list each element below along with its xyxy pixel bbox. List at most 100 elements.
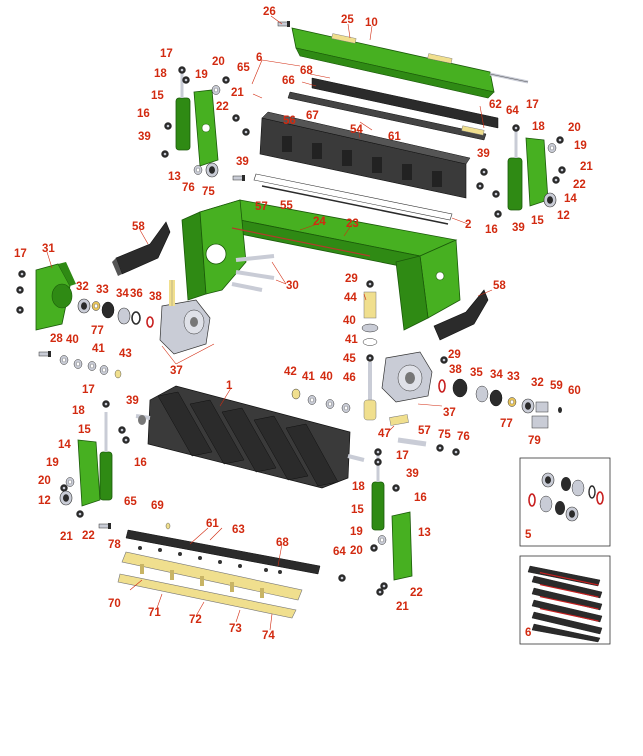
callout-78: 78 bbox=[108, 539, 121, 551]
callout-21: 21 bbox=[580, 161, 593, 173]
callout-41: 41 bbox=[302, 371, 315, 383]
callout-61: 61 bbox=[388, 131, 401, 143]
callout-79: 79 bbox=[528, 435, 541, 447]
callout-20: 20 bbox=[350, 545, 363, 557]
callout-22: 22 bbox=[410, 587, 423, 599]
callout-17: 17 bbox=[160, 48, 173, 60]
callout-30: 30 bbox=[286, 280, 299, 292]
callout-13: 13 bbox=[418, 527, 431, 539]
callout-57: 57 bbox=[418, 425, 431, 437]
callout-75: 75 bbox=[202, 186, 215, 198]
callout-41: 41 bbox=[345, 334, 358, 346]
callout-64: 64 bbox=[506, 105, 519, 117]
callout-2: 2 bbox=[465, 219, 471, 231]
part-side-skid-left bbox=[112, 221, 171, 276]
callout-55: 55 bbox=[280, 200, 293, 212]
callout-24: 24 bbox=[313, 216, 326, 228]
callout-16: 16 bbox=[485, 224, 498, 236]
callout-26: 26 bbox=[263, 6, 276, 18]
callout-58: 58 bbox=[132, 221, 145, 233]
callout-23: 23 bbox=[346, 218, 359, 230]
callout-28: 28 bbox=[50, 333, 63, 345]
callout-56: 56 bbox=[283, 115, 296, 127]
callout-47: 47 bbox=[378, 428, 391, 440]
part-reel bbox=[135, 385, 365, 489]
callout-72: 72 bbox=[189, 614, 202, 626]
callout-17: 17 bbox=[14, 248, 27, 260]
callout-34: 34 bbox=[116, 288, 129, 300]
callout-74: 74 bbox=[262, 630, 275, 642]
callout-71: 71 bbox=[148, 607, 161, 619]
part-side-skid-right bbox=[433, 289, 489, 341]
callout-17: 17 bbox=[396, 450, 409, 462]
callout-15: 15 bbox=[531, 215, 544, 227]
callout-17: 17 bbox=[82, 384, 95, 396]
callout-64: 64 bbox=[333, 546, 346, 558]
frame-pins bbox=[231, 254, 275, 292]
part-main-frame bbox=[181, 199, 461, 331]
callout-45: 45 bbox=[343, 353, 356, 365]
part-bedknife-lower bbox=[98, 522, 346, 582]
callout-76: 76 bbox=[457, 431, 470, 443]
callout-77: 77 bbox=[91, 325, 104, 337]
part-hardware-right-mid bbox=[389, 414, 460, 456]
inset-kit-5 bbox=[519, 457, 611, 547]
callout-36: 36 bbox=[130, 288, 143, 300]
part-adjuster-rod bbox=[232, 173, 453, 225]
callout-39: 39 bbox=[138, 131, 151, 143]
callout-77: 77 bbox=[500, 418, 513, 430]
parts-artwork bbox=[16, 20, 611, 645]
callout-39: 39 bbox=[477, 148, 490, 160]
callout-63: 63 bbox=[232, 524, 245, 536]
callout-14: 14 bbox=[58, 439, 71, 451]
callout-60: 60 bbox=[568, 385, 581, 397]
callout-34: 34 bbox=[490, 369, 503, 381]
callout-40: 40 bbox=[66, 334, 79, 346]
callout-19: 19 bbox=[350, 526, 363, 538]
part-side-plate-lower-right bbox=[370, 448, 413, 596]
callout-32: 32 bbox=[76, 281, 89, 293]
callout-62: 62 bbox=[489, 99, 502, 111]
callout-43: 43 bbox=[119, 348, 132, 360]
callout-39: 39 bbox=[236, 156, 249, 168]
part-side-plate-upper-left bbox=[161, 66, 250, 178]
callout-18: 18 bbox=[352, 481, 365, 493]
part-drive-housing-left bbox=[16, 262, 76, 331]
callout-31: 31 bbox=[42, 243, 55, 255]
part-hardware-lower-left bbox=[38, 350, 122, 379]
callout-75: 75 bbox=[438, 429, 451, 441]
callout-1: 1 bbox=[226, 380, 233, 392]
callout-39: 39 bbox=[512, 222, 525, 234]
callout-54: 54 bbox=[350, 124, 363, 136]
callout-18: 18 bbox=[532, 121, 545, 133]
callout-12: 12 bbox=[557, 210, 570, 222]
part-side-plate-upper-right bbox=[476, 124, 566, 218]
callout-44: 44 bbox=[344, 292, 357, 304]
callout-15: 15 bbox=[151, 90, 164, 102]
callout-68: 68 bbox=[276, 537, 289, 549]
callout-37: 37 bbox=[170, 365, 183, 377]
callout-69: 69 bbox=[151, 500, 164, 512]
callout-14: 14 bbox=[564, 193, 577, 205]
callout-42: 42 bbox=[284, 366, 297, 378]
callout-59: 59 bbox=[550, 380, 563, 392]
callout-21: 21 bbox=[231, 87, 244, 99]
callout-61: 61 bbox=[206, 518, 219, 530]
callout-19: 19 bbox=[195, 69, 208, 81]
callout-22: 22 bbox=[573, 179, 586, 191]
callout-13: 13 bbox=[168, 171, 181, 183]
callout-65: 65 bbox=[237, 62, 250, 74]
callout-16: 16 bbox=[414, 492, 427, 504]
callout-70: 70 bbox=[108, 598, 121, 610]
callout-39: 39 bbox=[126, 395, 139, 407]
callout-21: 21 bbox=[396, 601, 409, 613]
callout-6: 6 bbox=[256, 52, 262, 64]
callout-73: 73 bbox=[229, 623, 242, 635]
callout-16: 16 bbox=[137, 108, 150, 120]
callout-76: 76 bbox=[182, 182, 195, 194]
callout-57: 57 bbox=[255, 201, 268, 213]
callout-20: 20 bbox=[38, 475, 51, 487]
callout-41: 41 bbox=[92, 343, 105, 355]
callout-67: 67 bbox=[306, 110, 319, 122]
